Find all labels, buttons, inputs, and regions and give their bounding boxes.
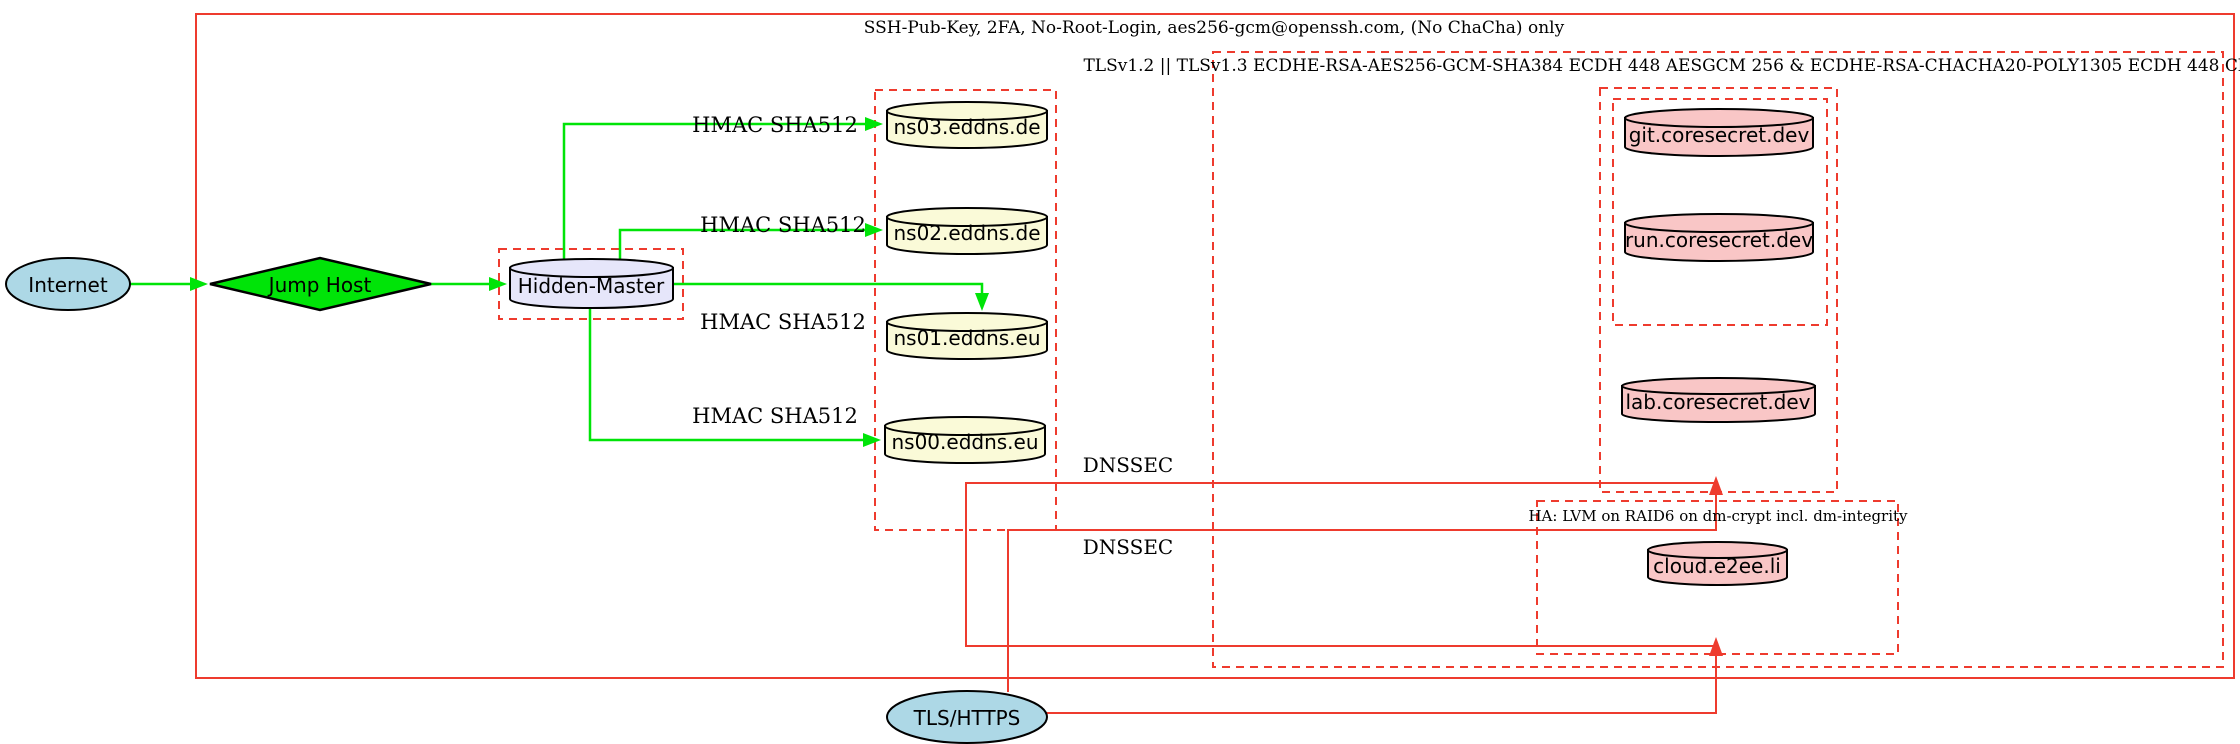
- lab-cylinder-top: [1621, 377, 1816, 395]
- edge-label-dnssec-1: DNSSEC: [1082, 453, 1174, 477]
- ns02-cylinder-top: [886, 207, 1048, 227]
- hidden-master-cylinder-top: [509, 258, 674, 278]
- ns01-label: ns01.eddns.eu: [893, 326, 1041, 350]
- lab-cylinder-body: [1621, 385, 1816, 423]
- ha-cluster-label: HA: LVM on RAID6 on dm-crypt incl. dm-in…: [1528, 507, 1908, 525]
- ssh-cluster-box: [195, 13, 2235, 679]
- git-label: git.coresecret.dev: [1628, 123, 1810, 147]
- edge-hm-ns01: [673, 282, 984, 293]
- edge-label-hmac-ns02: HMAC SHA512: [700, 213, 866, 237]
- ns03-label: ns03.eddns.de: [893, 115, 1041, 139]
- internet-node: [5, 257, 131, 311]
- ns02-label: ns02.eddns.de: [893, 221, 1041, 245]
- hidden-master-label: Hidden-Master: [517, 274, 665, 298]
- ns03-cylinder-top: [886, 101, 1048, 121]
- arrowhead-jumphost: [190, 277, 208, 291]
- edge-label-hmac-ns03: HMAC SHA512: [692, 113, 858, 137]
- edge-label-dnssec-2: DNSSEC: [1082, 535, 1174, 559]
- arrowhead-into-lab-cluster: [1709, 476, 1723, 495]
- edge-tlshttps-to-lab: [1007, 494, 1717, 692]
- edge-hm-ns03: [562, 122, 865, 261]
- jump-host-label: Jump Host: [268, 273, 372, 297]
- hidden-master-box: [498, 248, 684, 320]
- arrowhead-ns00: [863, 433, 881, 447]
- ns00-cylinder-top: [884, 416, 1046, 436]
- run-label: run.coresecret.dev: [1624, 228, 1814, 252]
- gitrun-subcluster-box: [1612, 98, 1828, 326]
- ns00-cylinder-body: [884, 425, 1046, 464]
- cloud-label: cloud.e2ee.li: [1653, 554, 1781, 578]
- run-cylinder-body: [1624, 222, 1814, 262]
- ns03-cylinder-body: [886, 110, 1048, 149]
- edge-tlshttps-to-cloud: [1046, 655, 1717, 714]
- ns02-cylinder-body: [886, 216, 1048, 255]
- arrowhead-ns02: [865, 223, 883, 237]
- ns01-cylinder-body: [886, 321, 1048, 360]
- git-cylinder-top: [1624, 108, 1814, 128]
- edge-hm-ns00: [588, 307, 863, 442]
- run-cylinder-top: [1624, 213, 1814, 233]
- cloud-cylinder-body: [1647, 549, 1788, 586]
- arrowhead-hiddenmaster: [489, 277, 507, 291]
- tls-cluster-label: TLSv1.2 || TLSv1.3 ECDHE-RSA-AES256-GCM-…: [1083, 56, 2240, 76]
- jump-host-node: [209, 256, 432, 312]
- edge-label-hmac-ns01: HMAC SHA512: [700, 310, 866, 334]
- edge-label-hmac-ns00: HMAC SHA512: [692, 404, 858, 428]
- ns01-cylinder-top: [886, 312, 1048, 332]
- edge-hm-ns02: [618, 228, 865, 261]
- hidden-master-cylinder-body: [509, 267, 674, 309]
- git-cylinder-body: [1624, 117, 1814, 157]
- internet-label: Internet: [28, 273, 108, 297]
- arrowhead-into-ha-cluster: [1709, 637, 1723, 656]
- cloud-cylinder-top: [1647, 541, 1788, 559]
- tls-https-node: [886, 690, 1048, 744]
- eddns-cluster-box: [874, 89, 1057, 531]
- arrowhead-ns01: [975, 293, 989, 311]
- tls-cluster-box: [1212, 51, 2224, 668]
- ns00-label: ns00.eddns.eu: [891, 430, 1039, 454]
- edge-dnssec-route: [965, 482, 1716, 647]
- ssh-cluster-label: SSH-Pub-Key, 2FA, No-Root-Login, aes256-…: [863, 18, 1565, 38]
- arrowhead-ns03: [865, 117, 883, 131]
- tls-https-label: TLS/HTTPS: [913, 706, 1021, 730]
- ha-cluster-box: [1536, 500, 1899, 655]
- lab-label: lab.coresecret.dev: [1625, 390, 1811, 414]
